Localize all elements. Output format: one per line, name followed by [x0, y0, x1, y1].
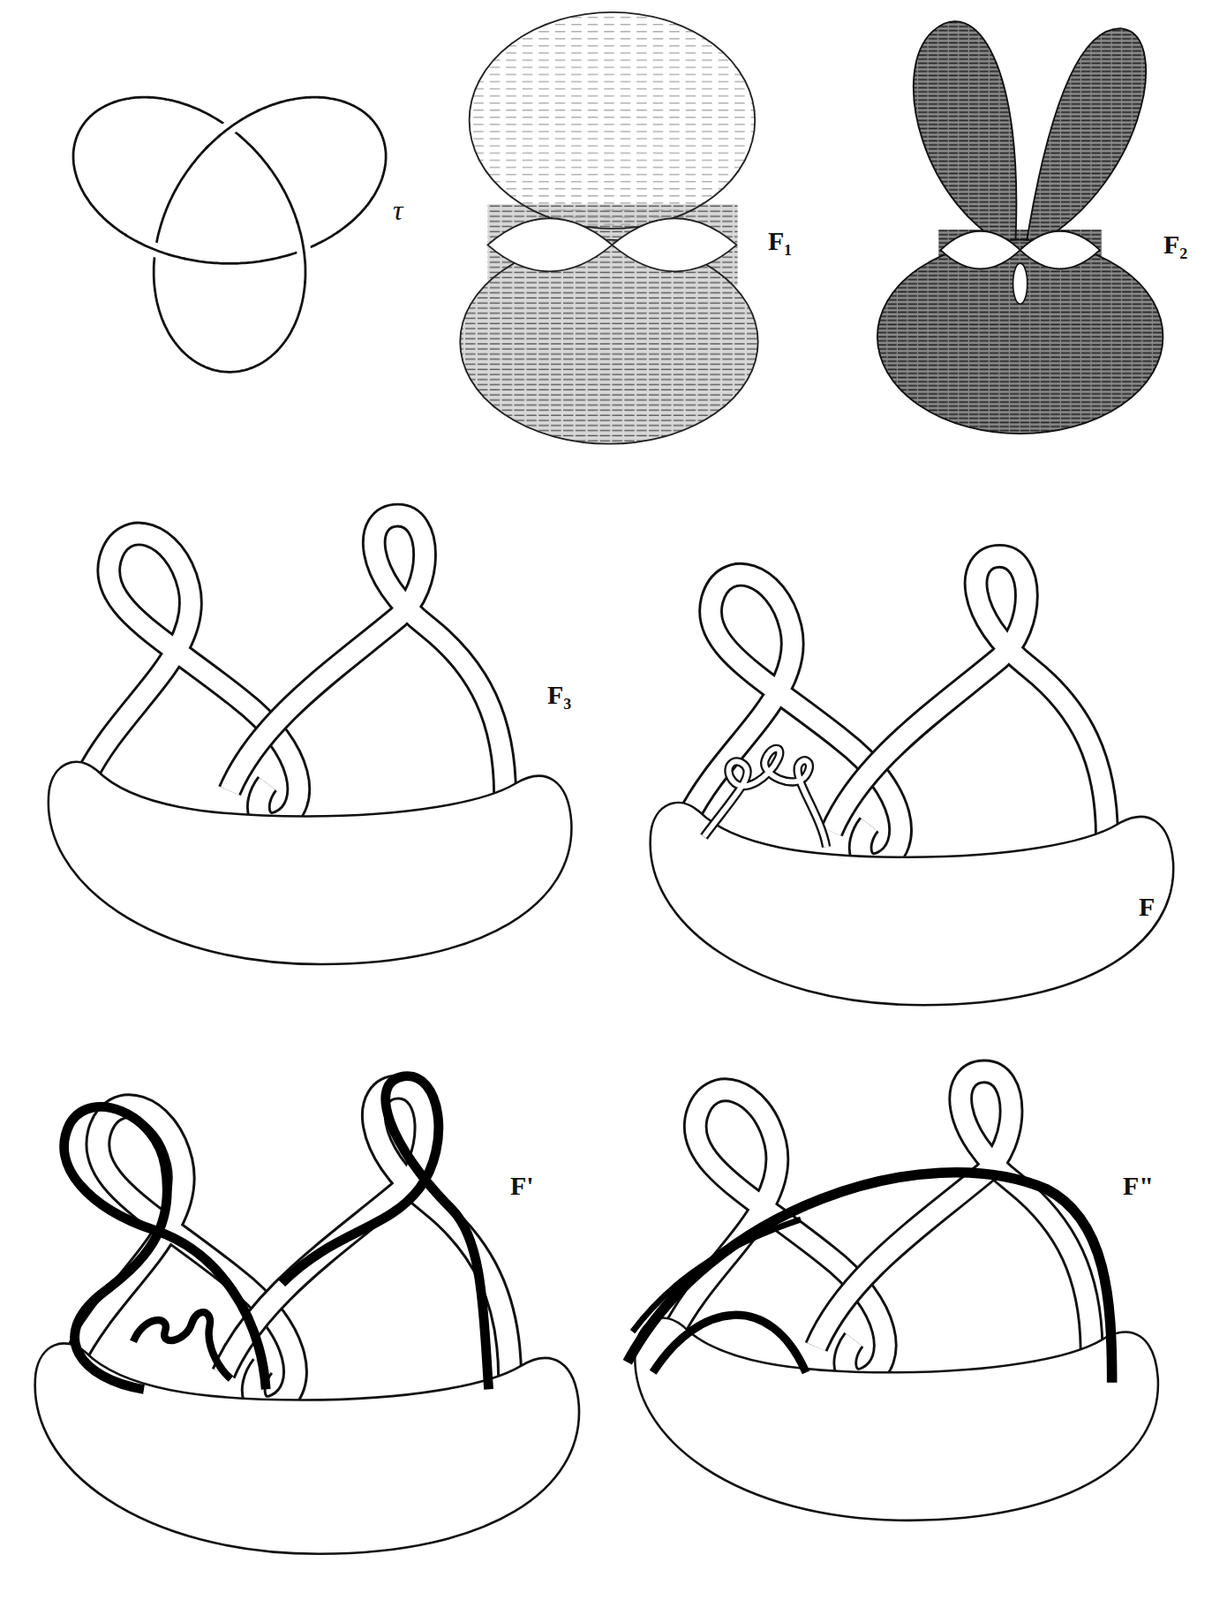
seifert-surface-f1 — [459, 12, 758, 445]
knot-strand — [296, 220, 306, 283]
surface-f — [650, 556, 1175, 1005]
trefoil-knot — [73, 97, 386, 372]
figure-label: F" — [1122, 1172, 1154, 1199]
surface-f-prime — [35, 1076, 580, 1554]
knot-strand — [125, 234, 186, 259]
knot-strand — [206, 110, 259, 149]
seifert-surface-f2 — [877, 21, 1164, 434]
figure-label: F₂ — [1163, 231, 1188, 258]
figure-label: F₁ — [767, 227, 792, 255]
figure-label: F' — [510, 1172, 535, 1199]
knot-strand — [73, 97, 386, 372]
figure-label: F — [1138, 893, 1155, 920]
figure-label: τ — [392, 195, 403, 225]
surface-f-double-prime — [627, 1070, 1159, 1520]
seifert-surface-f3 — [48, 515, 573, 964]
figure-label: F₃ — [547, 681, 572, 708]
